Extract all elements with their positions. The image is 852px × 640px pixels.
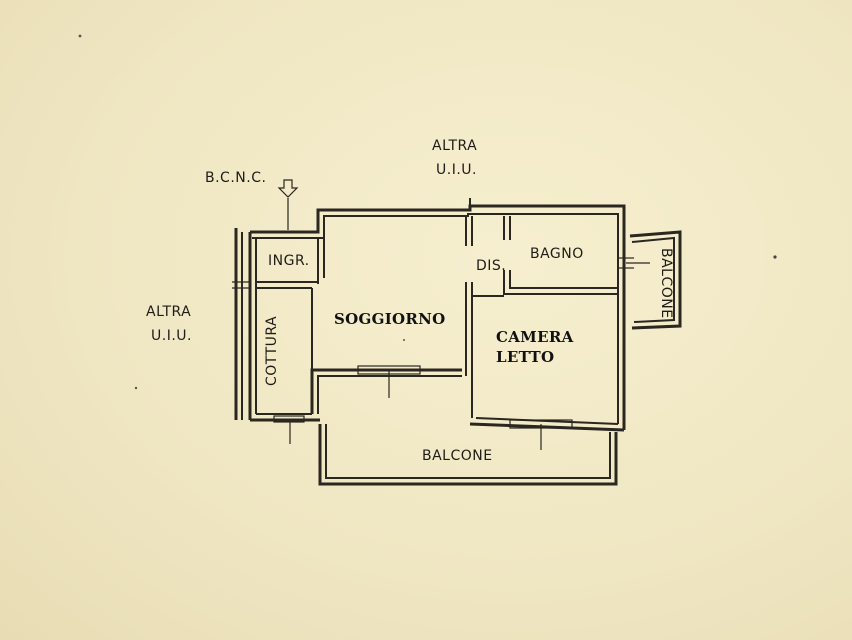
label-altra-top-2: U.I.U. (436, 162, 477, 178)
label-bcnc: B.C.N.C. (205, 170, 266, 186)
dot-mark (78, 34, 82, 38)
label-soggiorno: SOGGIORNO (334, 310, 446, 328)
label-bagno: BAGNO (530, 246, 584, 262)
label-camera-1: CAMERA (496, 328, 574, 346)
label-disimpegno: DIS. (476, 258, 506, 274)
label-altra-top-1: ALTRA (432, 138, 477, 154)
label-ingresso: INGR. (268, 253, 310, 269)
balcony-bottom (273, 365, 618, 486)
dot-mark (773, 255, 777, 259)
label-altra-left-1: ALTRA (146, 304, 191, 320)
dot-mark (134, 386, 138, 390)
balcony-side (618, 230, 682, 330)
entrance-arrow-icon (277, 179, 299, 230)
label-balcone-side: BALCONE (658, 248, 674, 319)
interior-walls (256, 198, 618, 418)
label-cottura: COTTURA (264, 316, 280, 386)
dot-mark (403, 339, 405, 341)
label-altra-left-2: U.I.U. (151, 328, 192, 344)
exterior-walls (232, 204, 626, 432)
label-camera-2: LETTO (496, 348, 554, 366)
label-balcone-bottom: BALCONE (422, 448, 493, 464)
